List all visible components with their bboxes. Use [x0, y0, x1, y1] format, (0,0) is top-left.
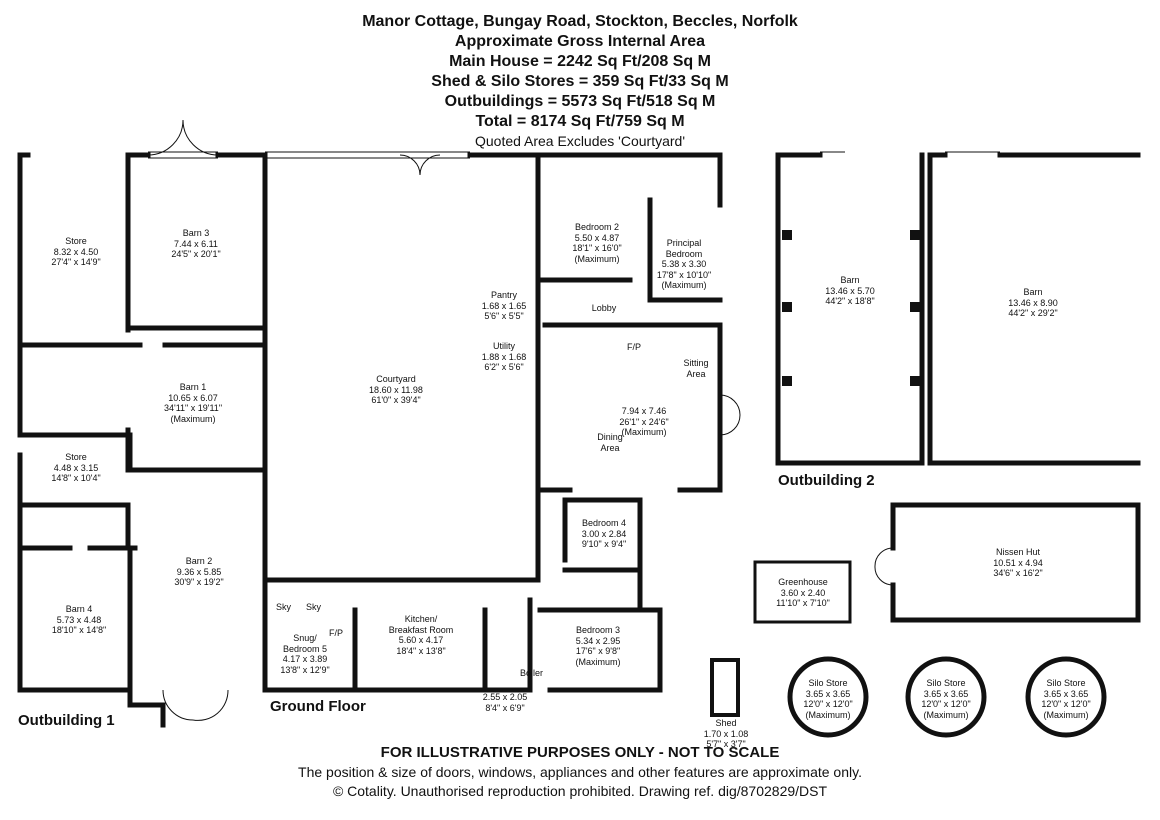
- copyright-line: © Cotality. Unauthorised reproduction pr…: [332, 783, 828, 799]
- sitting-door-arc: [719, 394, 741, 436]
- fireplace-label-sitting: F/P: [627, 342, 642, 352]
- outbuilding-2-label: Outbuilding 2: [778, 472, 875, 489]
- silo-store-2-wall: [905, 656, 987, 738]
- outbuilding1-barn4-top: [17, 502, 131, 548]
- courtyard-glazing: [265, 151, 470, 159]
- main-house-area: Main House = 2242 Sq Ft/208 Sq M: [449, 53, 711, 70]
- skylight-label-2: Sky: [306, 602, 322, 612]
- barn-column-1: [782, 230, 792, 240]
- skylight-label-1: Sky: [276, 602, 292, 612]
- nissen-door-arc: [874, 547, 894, 586]
- ground-floor-label: Ground Floor: [270, 698, 366, 715]
- boiler-label: Boiler: [520, 668, 544, 678]
- position-disclaimer: The position & size of doors, windows, a…: [298, 764, 862, 780]
- kitchen-wing: [262, 577, 541, 693]
- barn-column-5: [910, 302, 920, 312]
- barn-column-3: [782, 376, 792, 386]
- bedroom3-box: [537, 607, 663, 693]
- total-area: Total = 8174 Sq Ft/759 Sq M: [475, 113, 685, 130]
- title-block: Manor Cottage, Bungay Road, Stockton, Be…: [0, 12, 1160, 150]
- house-top-right: [467, 152, 723, 208]
- nissen-hut-walls: [890, 502, 1141, 623]
- barn3-window: [148, 151, 218, 159]
- barn3-door-arc: [147, 119, 219, 156]
- barn2-door-arc: [162, 689, 229, 721]
- silo-store-1-wall: [787, 656, 869, 738]
- fireplace-label-snug: F/P: [329, 628, 344, 638]
- address-title: Manor Cottage, Bungay Road, Stockton, Be…: [362, 13, 798, 30]
- bedroom-wings: [535, 152, 723, 493]
- silo-store-3-wall: [1025, 656, 1107, 738]
- room-lobby: Lobby: [591, 303, 617, 313]
- barn-b-walls: [927, 152, 1141, 466]
- bedroom2-box: [537, 197, 723, 303]
- shed-silo-area: Shed & Silo Stores = 359 Sq Ft/33 Sq M: [431, 73, 729, 90]
- illustrative-notice: FOR ILLUSTRATIVE PURPOSES ONLY - NOT TO …: [380, 744, 780, 761]
- courtyard-door-arc: [399, 154, 441, 176]
- barn-a-walls: [775, 152, 925, 466]
- bathroom-box: [562, 567, 643, 613]
- greenhouse-walls: [753, 560, 852, 624]
- area-exclusion-note: Quoted Area Excludes 'Courtyard': [474, 133, 685, 149]
- barn-column-2: [782, 302, 792, 312]
- gia-heading: Approximate Gross Internal Area: [454, 33, 706, 50]
- outbuildings-area: Outbuildings = 5573 Sq Ft/518 Sq M: [444, 93, 716, 110]
- hall-box: [482, 597, 533, 693]
- barn-column-4: [910, 230, 920, 240]
- outbuilding-1-label: Outbuilding 1: [18, 712, 115, 729]
- bedroom4-box: [562, 497, 643, 583]
- barn-column-6: [910, 376, 920, 386]
- shed-walls: [710, 658, 740, 717]
- footer-block: FOR ILLUSTRATIVE PURPOSES ONLY - NOT TO …: [0, 744, 1160, 799]
